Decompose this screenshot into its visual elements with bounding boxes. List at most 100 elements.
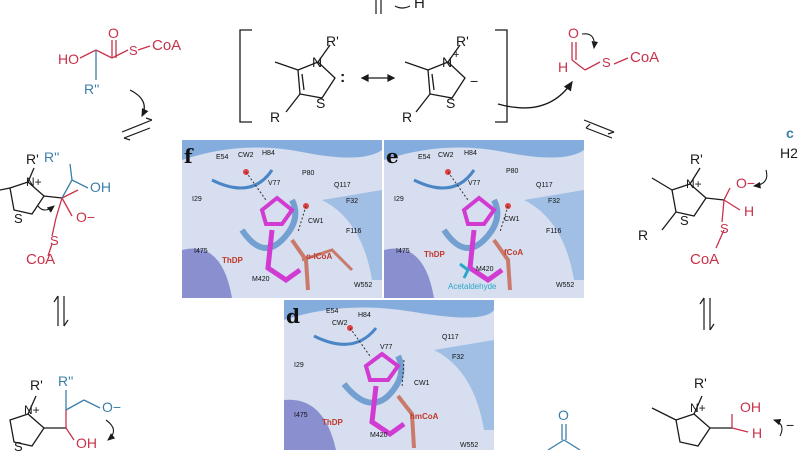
carbene-n: N [312, 54, 323, 70]
panel-d-res: W552 [460, 442, 479, 449]
lmid-o-minus: O− [76, 209, 96, 225]
panel-f-res: I475 [194, 248, 208, 255]
curved-arrow-attack [497, 80, 573, 109]
panel-d-res: F32 [452, 354, 465, 361]
panel-d-res: V77 [380, 344, 393, 351]
substrate-ho: HO [58, 51, 79, 67]
carbene-lone-pair: : [340, 69, 346, 86]
panel-d-res: I29 [294, 362, 304, 369]
substrate-coa: CoA [152, 37, 182, 54]
lmid-coa: CoA [26, 251, 56, 268]
panel-f-res: H84 [262, 150, 275, 157]
bottom-center-carbonyl [547, 424, 581, 450]
panel-e-res: M420 [476, 266, 494, 273]
lbot-s-ring: S [14, 439, 23, 454]
panel-d-res: M420 [370, 432, 388, 439]
rmid-n-plus: N+ [686, 177, 702, 191]
panel-f-res: Q117 [334, 182, 351, 189]
rbot-oh: OH [740, 399, 761, 415]
panel-e-res: Q117 [536, 182, 553, 189]
curved-arrow-substrate [129, 89, 149, 118]
lbot-r-dprime: R'' [58, 373, 74, 389]
right-bottom-intermediate-structure [651, 395, 732, 447]
panel-d-ligand-thdp: ThDP [322, 418, 343, 427]
lbot-oh: OH [76, 435, 97, 451]
panel-d-res: H84 [358, 312, 371, 319]
panel-e-res: CW1 [504, 216, 520, 223]
thiazole-ring-left [274, 44, 336, 113]
right-bottom-curved-arrow [772, 418, 783, 437]
rmid-s: S [720, 221, 729, 236]
formyl-o: O [568, 25, 579, 41]
substrate-r-dprime: R'' [84, 81, 100, 97]
right-bottom-red-bonds [731, 414, 749, 433]
carbene-r: R [270, 109, 281, 125]
top-fragment-h: H [414, 0, 425, 12]
lbot-n-plus: N+ [24, 403, 40, 417]
resonance-arrow [360, 74, 396, 82]
rmid-h: H [744, 203, 755, 219]
panel-f-render [182, 140, 382, 298]
rbot-r-prime: R' [694, 375, 707, 391]
left-mid-red-bonds [47, 189, 79, 257]
panel-f-res: W552 [354, 282, 373, 289]
panel-e-label: e [386, 144, 399, 168]
structure-panel-f: f E54 CW2 H84 V77 P80 Q117 I29 CW1 F32 F… [182, 140, 382, 298]
rmid-o-minus: O− [736, 175, 756, 191]
panel-e-res: CW2 [438, 152, 454, 159]
formyl-h: H [558, 59, 569, 75]
panel-e-res: I29 [394, 196, 404, 203]
bottom-center-o: O [558, 407, 569, 423]
ylide-minus: − [470, 73, 479, 89]
panel-d-res: E54 [326, 308, 339, 315]
panel-f-res: F116 [346, 228, 362, 235]
panel-d-res: I475 [294, 412, 308, 419]
panel-f-res: I29 [192, 196, 202, 203]
rmid-coa: CoA [690, 251, 720, 268]
right-mid-intermediate-structure [651, 167, 725, 231]
panel-e-res: V77 [468, 180, 481, 187]
lmid-s: S [50, 233, 59, 248]
structure-panel-e: e E54 CW2 H84 V77 P80 Q117 I29 CW1 F32 F… [384, 140, 584, 298]
formyl-coa-structure [571, 42, 629, 71]
panel-f-res: M420 [252, 276, 270, 283]
formyl-coa-label: CoA [630, 49, 660, 66]
panel-d-ligand-coa: hmCoA [410, 412, 439, 421]
panel-e-ligand-thdp: ThDP [424, 250, 445, 259]
rmid-r-prime: R' [690, 151, 703, 167]
formyl-s: S [602, 55, 611, 70]
right-mid-red-bonds [715, 187, 741, 249]
rmid-partial-h2: H2 [780, 145, 798, 161]
panel-f-ligand-coa: o-lCoA [306, 252, 333, 261]
panel-f-label: f [184, 144, 193, 168]
panel-e-res: H84 [464, 150, 477, 157]
panel-e-res: P80 [506, 168, 519, 175]
lmid-s-ring: S [14, 211, 23, 226]
rbot-h: H [752, 425, 763, 441]
left-mid-curved-arrow [37, 205, 55, 213]
panel-e-res: E54 [418, 154, 431, 161]
panel-f-res: CW1 [308, 218, 324, 225]
lmid-n-plus: N+ [26, 175, 42, 189]
panel-d-res: CW1 [414, 380, 430, 387]
lbot-r-prime: R' [30, 377, 43, 393]
panel-e-ligand-coa: fCoA [504, 248, 524, 257]
lmid-r-prime: R' [26, 151, 39, 167]
lbot-o-minus: O− [102, 399, 122, 415]
panel-e-res: I475 [396, 248, 410, 255]
panel-f-res: F32 [346, 198, 359, 205]
left-bottom-red-bonds [65, 410, 75, 441]
left-bottom-blue-bonds [65, 390, 101, 411]
panel-f-res: CW2 [238, 152, 254, 159]
rbot-minus: − [786, 417, 795, 433]
carbene-s: S [316, 95, 326, 111]
panel-e-render [384, 140, 584, 298]
structure-panel-d: d E54 CW2 H84 V77 Q117 I29 F32 CW1 I475 … [284, 300, 494, 450]
panel-d-label: d [286, 304, 300, 328]
equilibrium-arrow-top-right [583, 119, 615, 139]
equilibrium-arrow-right-vertical [699, 297, 715, 331]
substrate-s: S [129, 43, 138, 58]
right-mid-curved-arrow [752, 169, 768, 189]
top-left-substrate-structure [79, 40, 151, 59]
left-bottom-intermediate-structure [9, 395, 66, 447]
